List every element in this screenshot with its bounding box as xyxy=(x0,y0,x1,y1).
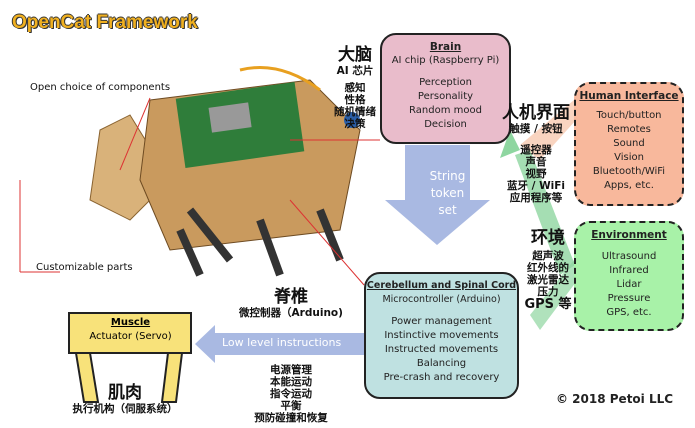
cerebellum-cn-item: 平衡 xyxy=(280,400,302,412)
human-item: Remotes xyxy=(607,124,651,135)
cerebellum-item: Pre-crash and recovery xyxy=(383,372,500,383)
token-line: set xyxy=(438,203,457,217)
cerebellum-cn-items: 电源管理 本能运动 指令运动 平衡 预防碰撞和恢复 xyxy=(222,364,360,424)
cerebellum-box: Cerebellum and Spinal Cord Microcontroll… xyxy=(364,272,519,399)
human-item: Apps, etc. xyxy=(604,180,654,191)
brain-cn-item: 随机情绪 xyxy=(334,106,376,118)
human-cn-item: 声音 xyxy=(525,156,547,168)
cerebellum-cn-item: 指令运动 xyxy=(270,388,312,400)
brain-item: Random mood xyxy=(409,105,482,116)
copyright: © 2018 Petoi LLC xyxy=(556,392,674,406)
robot-illustration xyxy=(89,66,361,277)
token-line: token xyxy=(430,186,465,200)
down-arrow-icon xyxy=(385,145,490,245)
environment-item: Ultrasound xyxy=(601,251,657,262)
human-item: Vision xyxy=(614,152,644,163)
left-arrow-icon xyxy=(195,325,365,363)
human-item: Sound xyxy=(613,138,645,149)
cerebellum-subtitle: Microcontroller (Arduino) xyxy=(382,294,501,305)
human-item: Bluetooth/WiFi xyxy=(592,166,666,177)
human-interface-box: Human Interface Touch/button Remotes Sou… xyxy=(574,82,684,206)
muscle-subtitle: Actuator (Servo) xyxy=(89,331,172,342)
cerebellum-cn-sub: 微控制器（Arduino) xyxy=(239,307,343,319)
brain-item: Decision xyxy=(424,119,467,130)
human-item: Touch/button xyxy=(596,110,662,121)
cerebellum-cn-title: 脊椎 xyxy=(274,287,308,307)
human-heading: Human Interface xyxy=(579,90,679,102)
token-line: String xyxy=(429,169,466,183)
environment-cn: 环境 超声波 红外线的 激光雷达 压力 GPS 等 xyxy=(524,229,572,312)
brain-cn-sub: AI 芯片 xyxy=(336,65,374,77)
human-cn-item: 蓝牙 / WiFi xyxy=(506,180,566,192)
cerebellum-cn-item: 本能运动 xyxy=(270,376,312,388)
annotation-customizable: Customizable parts xyxy=(36,262,133,273)
environment-item: Lidar xyxy=(616,279,642,290)
environment-box: Environment Ultrasound Infrared Lidar Pr… xyxy=(574,221,684,331)
environment-item: Pressure xyxy=(607,293,651,304)
human-cn: 人机界面 触摸 / 按钮 遥控器 声音 视野 蓝牙 / WiFi 应用程序等 xyxy=(500,103,572,205)
brain-cn-item: 感知 xyxy=(344,82,366,94)
token-arrow-label: String token set xyxy=(405,168,490,219)
environment-cn-item: 激光雷达 xyxy=(527,274,569,286)
cerebellum-item: Balancing xyxy=(416,358,467,369)
human-cn-item: 遥控器 xyxy=(520,144,552,156)
brain-item: Perception xyxy=(419,77,472,88)
environment-cn-item: 超声波 xyxy=(532,250,564,262)
muscle-heading: Muscle xyxy=(110,317,151,328)
muscle-text: Muscle Actuator (Servo) xyxy=(68,316,193,344)
cerebellum-cn-header: 脊椎 微控制器（Arduino) xyxy=(222,287,360,320)
environment-item: GPS, etc. xyxy=(606,307,652,318)
muscle-cn: 肌肉 执行机构（伺服系统） xyxy=(40,383,210,416)
human-cn-title: 人机界面 xyxy=(502,103,570,123)
low-level-label: Low level instructions xyxy=(222,336,342,349)
environment-item: Infrared xyxy=(609,265,649,276)
page-title: OpenCat Framework xyxy=(12,12,198,33)
cerebellum-cn-item: 电源管理 xyxy=(270,364,312,376)
human-cn-item: 触摸 / 按钮 xyxy=(509,123,563,135)
environment-cn-title: 环境 xyxy=(531,228,565,248)
brain-heading: Brain xyxy=(429,41,462,53)
cerebellum-item: Power management xyxy=(391,316,492,327)
environment-cn-item: 红外线的 xyxy=(527,262,569,274)
environment-cn-item: GPS 等 xyxy=(524,297,572,312)
brain-subtitle: AI chip (Raspberry Pi) xyxy=(391,55,500,66)
brain-box: Brain AI chip (Raspberry Pi) Perception … xyxy=(380,33,511,144)
human-cn-item: 视野 xyxy=(525,168,547,180)
muscle-cn-sub: 执行机构（伺服系统） xyxy=(72,403,178,415)
environment-cn-item: 压力 xyxy=(537,286,559,298)
muscle-shape xyxy=(68,312,192,403)
annotation-open-choice: Open choice of components xyxy=(30,82,171,93)
muscle-cn-title: 肌肉 xyxy=(108,383,142,403)
cerebellum-item: Instinctive movements xyxy=(384,330,499,341)
environment-heading: Environment xyxy=(591,229,667,241)
human-cn-item: 应用程序等 xyxy=(509,192,563,204)
brain-cn-item: 决策 xyxy=(344,118,366,130)
brain-item: Personality xyxy=(417,91,474,102)
brain-cn-item: 性格 xyxy=(344,94,366,106)
brain-cn-title: 大脑 xyxy=(338,45,372,65)
brain-cn: 大脑 AI 芯片 感知 性格 随机情绪 决策 xyxy=(332,45,378,131)
cerebellum-heading: Cerebellum and Spinal Cord xyxy=(366,280,517,291)
cerebellum-cn-item: 预防碰撞和恢复 xyxy=(254,412,328,424)
cerebellum-item: Instructed movements xyxy=(384,344,499,355)
